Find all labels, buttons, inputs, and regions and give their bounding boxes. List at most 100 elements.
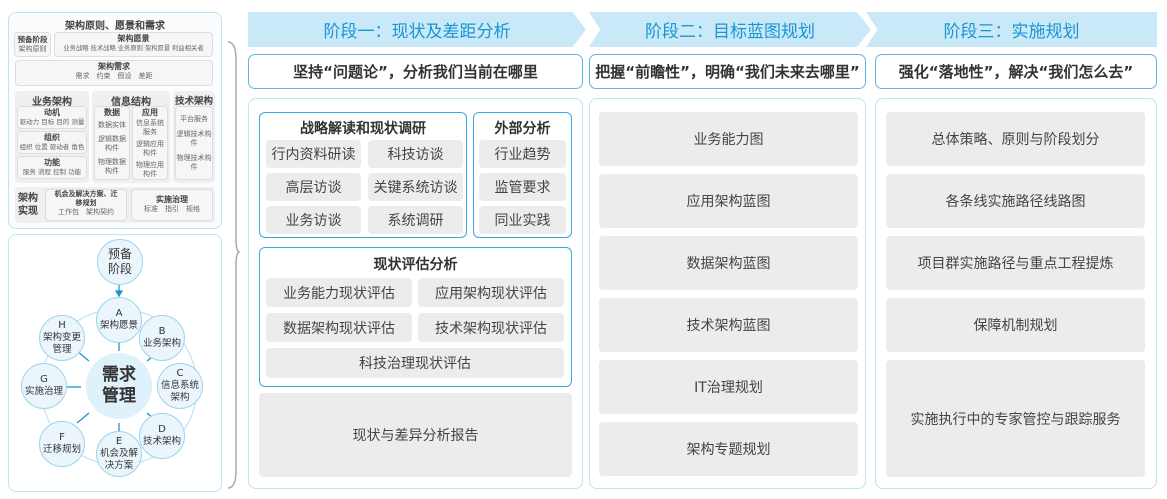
implementation-item[interactable]: 各条线实施路径线路图 [886,174,1145,228]
group-items: 服务 流程 控制 功能 [22,168,82,176]
requirements-center[interactable]: 需求管理 [86,353,152,419]
center-label: 需求管理 [102,365,136,406]
app-col: 应用 信息系统服务 逻辑应用构件 物理应用构件 [132,106,168,180]
assessment-item[interactable]: 应用架构现状评估 [418,278,564,307]
implementation-item[interactable]: 项目群实施路径与重点工程提炼 [886,236,1145,290]
node-letter: D [158,424,166,435]
strategy-item[interactable]: 系统调研 [368,206,463,234]
prep-node[interactable]: 预备阶段 [97,239,143,285]
stage-2-header: 阶段二：目标蓝图规划 [589,12,871,47]
blueprint-item[interactable]: 技术架构蓝图 [599,298,858,352]
assessment-item[interactable]: 技术架构现状评估 [418,313,564,342]
stage-3-subtitle: 强化“落地性”，解决“我们怎么去” [875,54,1157,89]
tech-item: 物理技术构件 [176,154,212,171]
data-title: 数据 [104,108,120,117]
strategy-item[interactable]: 科技访谈 [368,140,463,168]
tech-col: 平台服务 逻辑技术构件 物理技术构件 [175,106,213,180]
blueprint-item[interactable]: 业务能力图 [599,112,858,166]
prep-items: 架构原则 [18,45,47,53]
data-item: 物理数据构件 [98,158,126,175]
external-item[interactable]: 监管要求 [479,173,566,201]
stage-title: 阶段三：实施规划 [943,22,1080,42]
node-letter: C [176,368,184,379]
strategy-item[interactable]: 行内资料研读 [266,140,361,168]
strategy-item[interactable]: 高层访谈 [266,173,361,201]
implementation-item[interactable]: 实施执行中的专家管控与跟踪服务 [886,360,1145,477]
group-title: 动机 [44,108,60,117]
blueprint-item[interactable]: 架构专题规划 [599,422,858,476]
node-label: 实施治理 [24,386,63,397]
group-items: 组织 位置 驱动者 角色 [19,143,85,151]
tech-title: 技术架构 [174,96,213,107]
business-arch: 业务架构 动机驱动力 目标 目的 测量 组织组织 位置 驱动者 角色 功能服务 … [15,91,89,183]
node-label: 业务架构 [142,338,181,349]
req-title: 架构需求 [98,62,130,71]
tech-item: 平台服务 [180,115,208,123]
tech-arch: 技术架构 平台服务 逻辑技术构件 物理技术构件 [173,91,215,183]
bracket [227,41,240,489]
node-letter: F [59,432,65,443]
vision-box: 架构愿景业务战略 技术战略 业务原则 架构愿景 利益相关者 [54,32,213,57]
node-letter: B [158,326,166,337]
node-letter: H [58,320,66,331]
stage-title: 阶段二：目标蓝图规划 [645,22,815,42]
vision-title: 架构愿景 [117,34,150,43]
app-item: 信息系统服务 [136,119,164,136]
implementation-item[interactable]: 总体策略、原则与阶段划分 [886,112,1145,166]
implementation-item[interactable]: 保障机制规划 [886,298,1145,352]
gov-items: 标准 指引 规格 [144,205,200,213]
opp-title: 机会及解决方案、迁移规划 [54,190,118,207]
external-item[interactable]: 行业趋势 [479,140,566,168]
node-letter: A [115,308,123,319]
node-label: 信息系统架构 [160,380,199,403]
biz-group: 组织组织 位置 驱动者 角色 [17,131,87,154]
assessment-item[interactable]: 科技治理现状评估 [266,348,564,378]
data-item: 数据实体 [98,121,126,129]
info-arch: 信息结构 数据 数据实体 逻辑数据构件 物理数据构件 应用 信息系统服务 逻辑应… [92,91,170,183]
req-items: 需求 约束 假设 差距 [75,72,153,80]
group-title: 组织 [44,133,60,142]
blueprint-item[interactable]: 应用架构蓝图 [599,174,858,228]
gap-analysis-report[interactable]: 现状与差异分析报告 [259,393,572,477]
strategy-item[interactable]: 业务访谈 [266,206,361,234]
assessment-item[interactable]: 数据架构现状评估 [266,313,412,342]
stage-2-subtitle: 把握“前瞻性”，明确“我们未来去哪里” [589,54,866,89]
opportunity-box: 机会及解决方案、迁移规划工作包 架构契约 [45,189,127,221]
assessment-item[interactable]: 业务能力现状评估 [266,278,412,307]
vision-items: 业务战略 技术战略 业务原则 架构愿景 利益相关者 [63,45,204,52]
tech-item: 逻辑技术构件 [176,130,212,147]
group-items: 驱动力 目标 目的 测量 [19,118,85,126]
node-label: 迁移规划 [42,444,81,455]
stage-3-header: 阶段三：实施规划 [866,12,1157,47]
prep-title: 预备阶段 [17,35,48,44]
prep-box: 预备阶段架构原则 [14,32,51,57]
external-item[interactable]: 同业实践 [479,206,566,234]
requirements-box: 架构需求需求 约束 假设 差距 [15,60,213,86]
group-title: 功能 [44,158,60,167]
app-title: 应用 [142,108,158,117]
blueprint-item[interactable]: 数据架构蓝图 [599,236,858,290]
app-item: 物理应用构件 [136,161,164,178]
implementation: 架构实现 机会及解决方案、迁移规划工作包 架构契约 实施治理标准 指引 规格 [15,187,215,223]
box-title: 现状评估分析 [373,257,458,273]
governance-box: 实施治理标准 指引 规格 [131,189,213,221]
strategy-item[interactable]: 关键系统访谈 [368,173,463,201]
node-label: 机会及解决方案 [99,448,138,471]
blueprint-item[interactable]: IT治理规划 [599,360,858,414]
node-label: 技术架构 [142,436,181,447]
prep-label: 预备阶段 [107,247,132,276]
data-item: 逻辑数据构件 [98,135,126,152]
node-letter: E [115,436,123,447]
stage-title: 阶段一：现状及差距分析 [323,22,511,42]
box-title: 外部分析 [494,121,551,137]
stage-1-subtitle: 坚持“问题论”，分析我们当前在哪里 [248,54,583,89]
